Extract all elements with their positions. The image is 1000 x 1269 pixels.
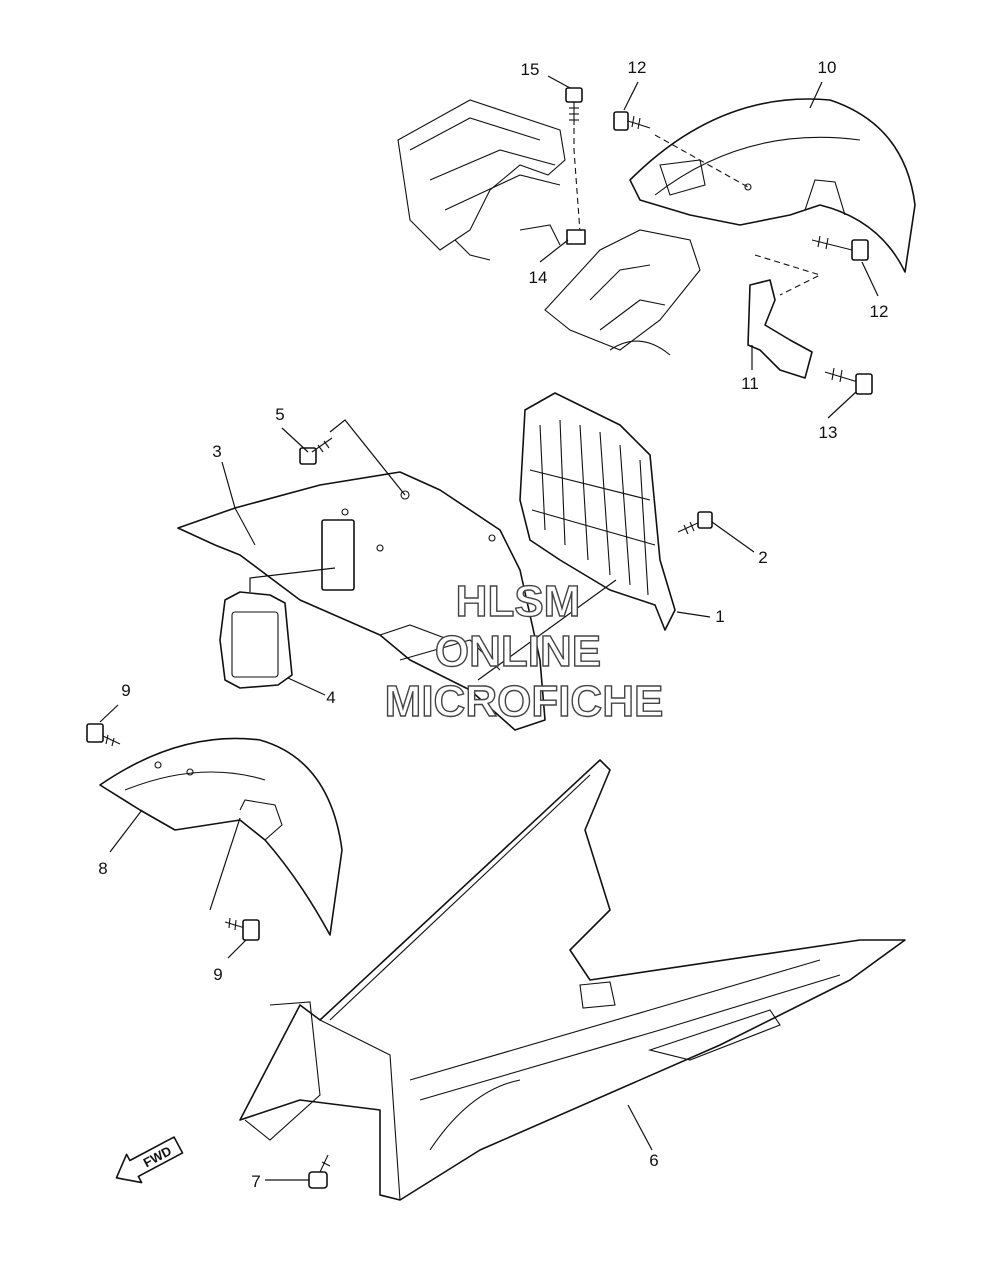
callout-14: 14 <box>529 268 548 287</box>
leader-rear-fender-bolt <box>654 134 749 188</box>
screw-7 <box>308 1154 331 1189</box>
callout-13: 13 <box>819 423 838 442</box>
leader-bolt-9 <box>209 817 241 911</box>
callout-labels: 1 2 3 4 5 6 7 8 9 9 10 11 12 12 13 14 15 <box>98 58 888 1191</box>
trim-piece-4 <box>219 591 293 689</box>
front-fender <box>99 737 343 936</box>
bolt-15 <box>565 87 583 125</box>
screw-5 <box>299 437 333 465</box>
callout-7: 7 <box>251 1172 260 1191</box>
callout-2: 2 <box>758 548 767 567</box>
bolt-12-side <box>811 235 869 261</box>
callout-11: 11 <box>741 374 759 393</box>
watermark-line-3: MICROFICHE <box>385 677 664 726</box>
callout-6: 6 <box>649 1151 658 1170</box>
frame-outline <box>397 99 701 356</box>
watermark-line-2: ONLINE <box>435 627 601 676</box>
leader-screw-5 <box>329 419 406 496</box>
callout-5: 5 <box>275 405 284 424</box>
inner-panel <box>177 471 546 731</box>
callout-4: 4 <box>326 688 335 707</box>
bolt-9-bottom <box>224 917 260 941</box>
leader-trim-4 <box>249 567 336 592</box>
watermark: HLSM ONLINE MICROFICHE <box>384 576 664 726</box>
rear-fender <box>629 98 916 273</box>
callout-10: 10 <box>818 58 837 77</box>
callout-8: 8 <box>98 859 107 878</box>
leader-grille-1 <box>477 579 617 681</box>
callout-leaders <box>99 75 879 1181</box>
screw-2 <box>677 511 713 535</box>
side-cover-6 <box>239 759 906 1201</box>
callout-9-top: 9 <box>121 681 130 700</box>
callout-12-side: 12 <box>870 302 889 321</box>
bolt-9-top <box>86 723 121 747</box>
callout-15: 15 <box>521 60 540 79</box>
callout-1: 1 <box>715 607 724 626</box>
bolt-13 <box>824 367 873 395</box>
bracket-11 <box>747 279 813 379</box>
forward-arrow-icon: FWD <box>115 1136 184 1184</box>
leader-rear-fender-side <box>754 254 822 296</box>
side-grille-panel <box>519 392 676 631</box>
nut-14 <box>566 229 586 245</box>
leader-bolt-15 <box>573 128 581 233</box>
watermark-line-1: HLSM <box>456 577 581 626</box>
callout-9-bottom: 9 <box>213 965 222 984</box>
callout-3: 3 <box>212 442 221 461</box>
callout-12-top: 12 <box>628 58 647 77</box>
bolt-12-top <box>613 111 651 131</box>
